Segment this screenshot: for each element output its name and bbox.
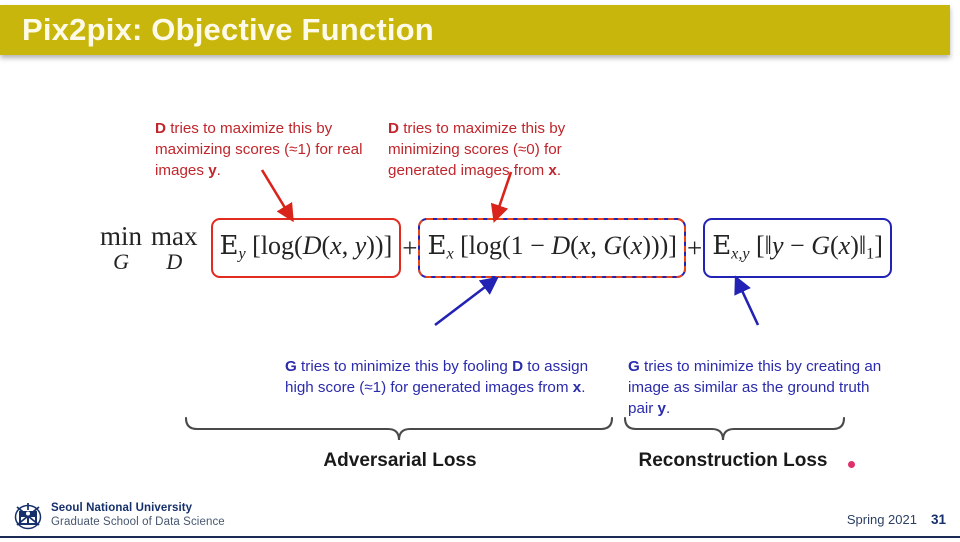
footer-divider [0,536,960,538]
min-label: min [100,221,143,251]
first-term-expression: Ey [log(D(x, y))] [219,230,393,263]
annotation-generator-fooling: G tries to minimize this by fooling D to… [285,335,590,398]
semester-label: Spring 2021 [846,512,917,527]
slide-title-bar: Pix2pix: Objective Function [0,5,950,55]
brace-adversarial-loss [184,416,614,441]
annotation-period: . [216,162,221,179]
third-term-expression: Ex,y [‖y − G(x)‖1] [712,230,883,263]
annotation-body: tries to maximize this by minimizing sco… [388,120,566,179]
second-expectation-term: Ex [log(1 − D(x, G(x)))] [418,217,687,279]
annotation-discriminator-real: D tries to maximize this by maximizing s… [155,97,370,181]
annotation-body: tries to minimize this by creating an im… [628,358,882,417]
arrow-blue-to-second-term [434,276,499,327]
annotation-lead-symbol: D [388,120,399,137]
first-expectation-term: Ey [log(D(x, y))] [210,218,402,278]
university-name: Seoul National University [51,502,193,515]
footer-meta: Spring 2021 31 [847,512,946,527]
max-operator: max D [151,223,198,273]
annotation-mid-symbol: D [512,358,524,375]
decorative-dot [848,461,855,468]
objective-function-formula: min G max D Ey [log(D(x, y))] + Ex [log(… [100,212,892,284]
annotation-period: . [556,162,562,179]
annotation-lead-symbol: D [155,120,166,137]
annotation-period: . [666,400,671,417]
arrow-blue-to-third-term [734,275,760,326]
annotation-body: tries to maximize this by maximizing sco… [155,120,363,179]
third-expectation-term: Ex,y [‖y − G(x)‖1] [703,218,892,278]
annotation-generator-reconstruction: G tries to minimize this by creating an … [628,335,898,419]
plus-operator-1: + [402,232,418,263]
annotation-tail-symbol: x [548,162,557,179]
annotation-body: tries to minimize this by fooling [296,358,513,375]
annotation-lead-symbol: G [628,358,640,375]
annotation-period: . [581,379,586,396]
university-logo-block: Seoul National University Graduate Schoo… [12,500,225,532]
annotation-tail-symbol: y [657,400,666,417]
brace-reconstruction-loss [623,416,846,441]
min-max-operators: min G max D [100,223,207,273]
annotation-body-2: to assign high score (≈1) for generated … [285,358,589,396]
page-title: Pix2pix: Objective Function [22,12,434,47]
slide-page-number: 31 [930,512,946,527]
second-term-expression: Ex [log(1 − D(x, G(x)))] [427,230,677,263]
school-name: Graduate School of Data Science [51,516,225,528]
annotation-lead-symbol: G [285,358,297,375]
min-operator: min G [100,223,142,273]
annotation-tail-symbol: x [572,379,582,396]
reconstruction-loss-label: Reconstruction Loss [638,450,828,471]
adversarial-loss-label: Adversarial Loss [323,450,477,471]
max-label: max [151,221,198,251]
plus-operator-2: + [686,232,703,263]
annotation-tail-symbol: y [208,162,217,179]
university-name-block: Seoul National University Graduate Schoo… [51,502,225,529]
max-subscript: D [166,249,183,274]
annotation-discriminator-fake: D tries to maximize this by minimizing s… [388,97,618,181]
snu-emblem-icon [14,503,42,530]
min-subscript: G [113,249,129,274]
